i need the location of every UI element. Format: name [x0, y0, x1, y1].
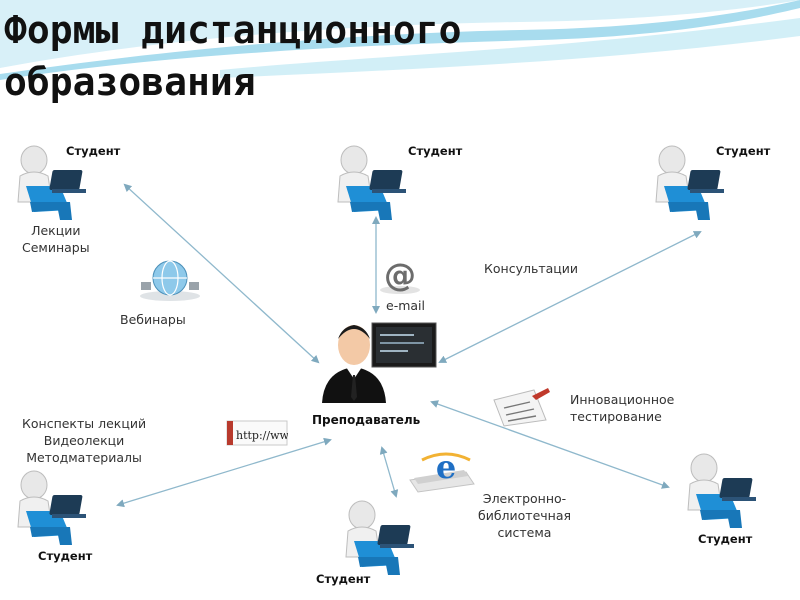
arrow-top-left — [123, 183, 320, 364]
arrow-bottom-right — [430, 400, 670, 489]
testing-line-2: тестирование — [570, 409, 662, 424]
checklist-icon — [493, 388, 550, 427]
student-icon — [17, 145, 86, 220]
arrow-top-right — [438, 231, 702, 363]
student-label: Студент — [316, 572, 371, 586]
student-label: Студент — [716, 144, 771, 158]
webinars-label: Вебинары — [120, 312, 186, 327]
teacher-label: Преподаватель — [312, 413, 421, 427]
library-line-3: система — [497, 525, 552, 540]
http-sign-text: http://www — [236, 429, 288, 442]
student-label: Студент — [66, 144, 121, 158]
student-icon — [655, 145, 724, 220]
consultations-label: Консультации — [484, 261, 579, 276]
library-label: Электронно- библиотечная система — [478, 490, 571, 541]
teacher-icon — [322, 322, 437, 403]
testing-label: Инновационное тестирование — [570, 391, 674, 425]
materials-label: Конспекты лекций Видеолекци Методматериа… — [22, 415, 146, 466]
title-line-1: Формы дистанционного — [4, 8, 462, 52]
student-icon — [337, 145, 406, 220]
arrow-bottom-left — [116, 437, 332, 508]
student-icon — [17, 470, 86, 545]
globe-icon — [140, 260, 200, 301]
method-materials-label: Методматериалы — [26, 450, 142, 465]
student-label: Студент — [38, 549, 93, 563]
wave-decoration — [0, 0, 800, 80]
email-label: e-mail — [386, 298, 425, 313]
student-label: Студент — [698, 532, 753, 546]
testing-line-1: Инновационное — [570, 392, 675, 407]
page-title: Формы дистанционного образования — [4, 4, 462, 108]
at-sign-icon: @ — [380, 256, 420, 294]
lectures-label: Лекции — [31, 223, 81, 238]
arrow-bottom-center — [379, 446, 399, 498]
library-line-1: Электронно- — [482, 491, 567, 506]
seminars-label: Семинары — [22, 240, 90, 255]
library-line-2: библиотечная — [478, 508, 572, 523]
title-line-2: образования — [4, 60, 256, 104]
ie-logo-icon: e — [409, 450, 475, 493]
svg-text:@: @ — [384, 256, 416, 294]
svg-text:e: e — [436, 450, 456, 486]
lectures-seminars-label: Лекции Семинары — [22, 222, 90, 256]
lecture-notes-label: Конспекты лекций — [22, 416, 147, 431]
http-sign-icon: http://www — [226, 420, 288, 446]
video-lectures-label: Видеолекци — [43, 433, 125, 448]
student-icon — [687, 453, 756, 528]
student-label: Студент — [408, 144, 463, 158]
student-icon — [345, 500, 414, 575]
